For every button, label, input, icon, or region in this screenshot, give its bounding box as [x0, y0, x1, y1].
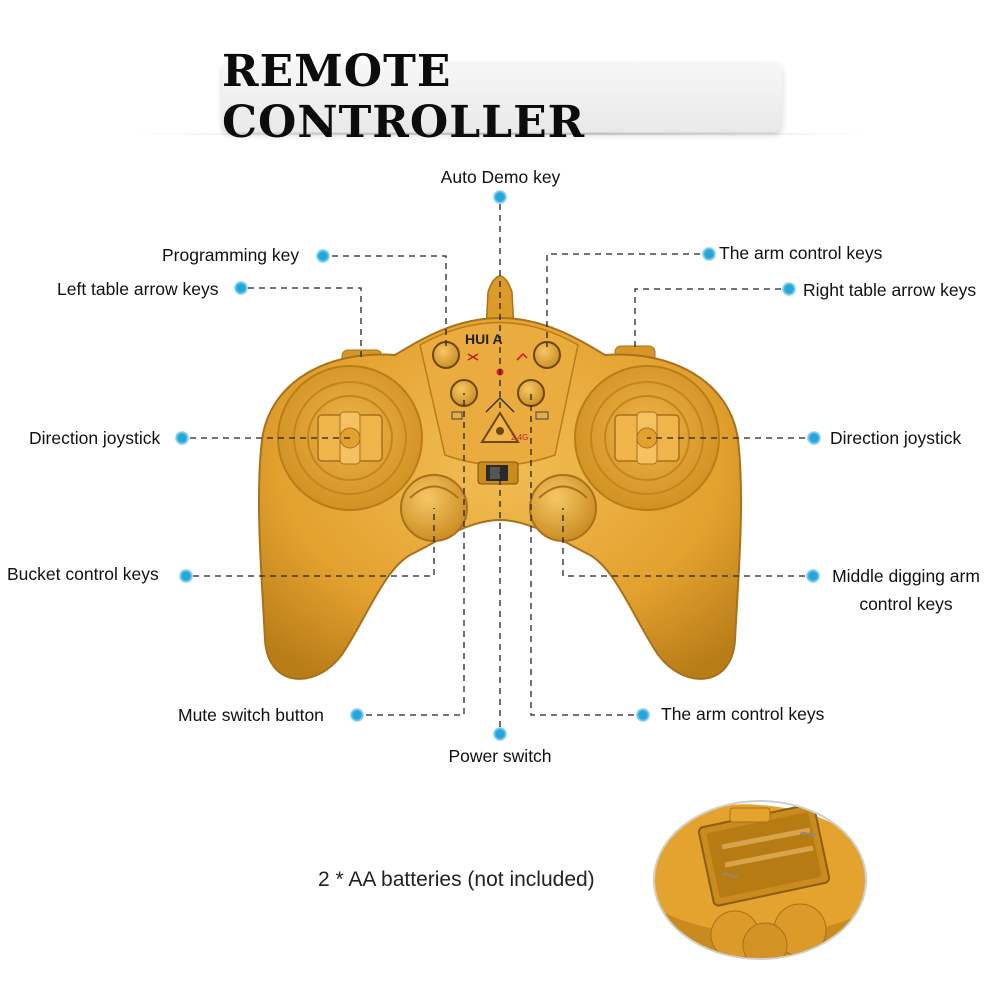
page-title: REMOTE CONTROLLER	[222, 46, 586, 148]
dot-arm-top	[702, 247, 716, 261]
label-middle-digging-arm-line2: control keys	[859, 594, 953, 614]
callout-lines	[190, 204, 805, 727]
label-left-table-arrow-keys: Left table arrow keys	[57, 279, 219, 299]
callout-dots	[175, 190, 821, 741]
dot-dir-left	[175, 431, 189, 445]
arm-control-key-bottom-button[interactable]	[517, 379, 545, 407]
label-bucket-control-keys: Bucket control keys	[7, 564, 159, 584]
label-power-switch: Power switch	[448, 746, 552, 766]
battery-note: 2 * AA batteries (not included)	[318, 868, 595, 891]
label-auto-demo-key: Auto Demo key	[440, 167, 561, 187]
dot-middle	[806, 569, 820, 583]
dot-auto-demo	[493, 190, 507, 204]
title-divider	[130, 133, 870, 135]
label-direction-joystick-right: Direction joystick	[830, 428, 962, 448]
label-right-table-arrow-keys: Right table arrow keys	[803, 280, 977, 300]
dot-bucket	[179, 569, 193, 583]
title-banner: REMOTE CONTROLLER	[222, 46, 782, 148]
dot-right-arrow	[782, 282, 796, 296]
frequency-label: 2.4G	[511, 433, 528, 442]
dot-dir-right	[807, 431, 821, 445]
arm-control-key-top-button[interactable]	[533, 341, 561, 369]
label-mute-switch-button: Mute switch button	[178, 705, 324, 725]
dot-arm-bottom	[636, 708, 650, 722]
auto-demo-key-button[interactable]	[480, 411, 520, 443]
label-arm-control-keys-top: The arm control keys	[719, 243, 883, 263]
label-direction-joystick-left: Direction joystick	[29, 428, 161, 448]
label-middle-digging-arm-line1: Middle digging arm	[832, 566, 980, 586]
brand-logo: HUI A	[465, 331, 503, 347]
dot-mute	[350, 708, 364, 722]
label-programming-key: Programming key	[162, 245, 300, 265]
label-arm-control-keys-bottom: The arm control keys	[661, 704, 825, 724]
dot-power	[493, 727, 507, 741]
dot-programming	[316, 249, 330, 263]
dot-left-arrow	[234, 281, 248, 295]
battery-compartment-image	[653, 800, 867, 960]
